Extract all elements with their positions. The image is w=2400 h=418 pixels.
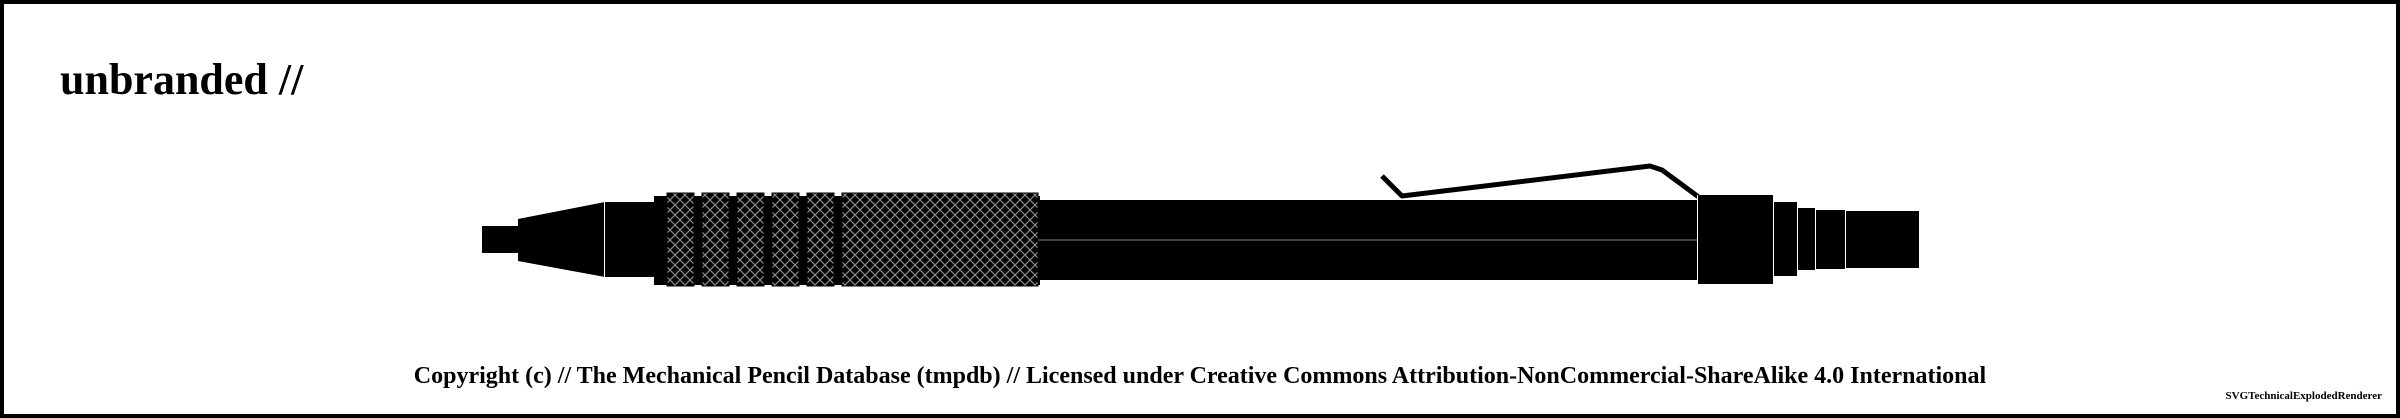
cap-step-3: [1815, 210, 1845, 269]
grip-ring-1: [666, 192, 695, 287]
grip-ring-5: [806, 192, 835, 287]
lead-sleeve: [482, 226, 518, 253]
copyright-notice: Copyright (c) // The Mechanical Pencil D…: [413, 363, 1987, 389]
grip-ring-4: [771, 192, 800, 287]
front-collar: [604, 202, 654, 277]
cap-step-2: [1797, 208, 1815, 270]
tip-cone: [518, 202, 605, 277]
page-title: unbranded //: [60, 55, 304, 104]
clip-ring: [1697, 195, 1773, 284]
renderer-label: SVGTechnicalExplodedRenderer: [2225, 390, 2382, 402]
cap-step-1: [1773, 202, 1797, 276]
grip-knurl-main: [841, 192, 1039, 287]
grip-ring-3: [736, 192, 765, 287]
eraser-cap: [1845, 211, 1919, 268]
pocket-clip: [1380, 163, 1702, 201]
grip-ring-2: [701, 192, 730, 287]
